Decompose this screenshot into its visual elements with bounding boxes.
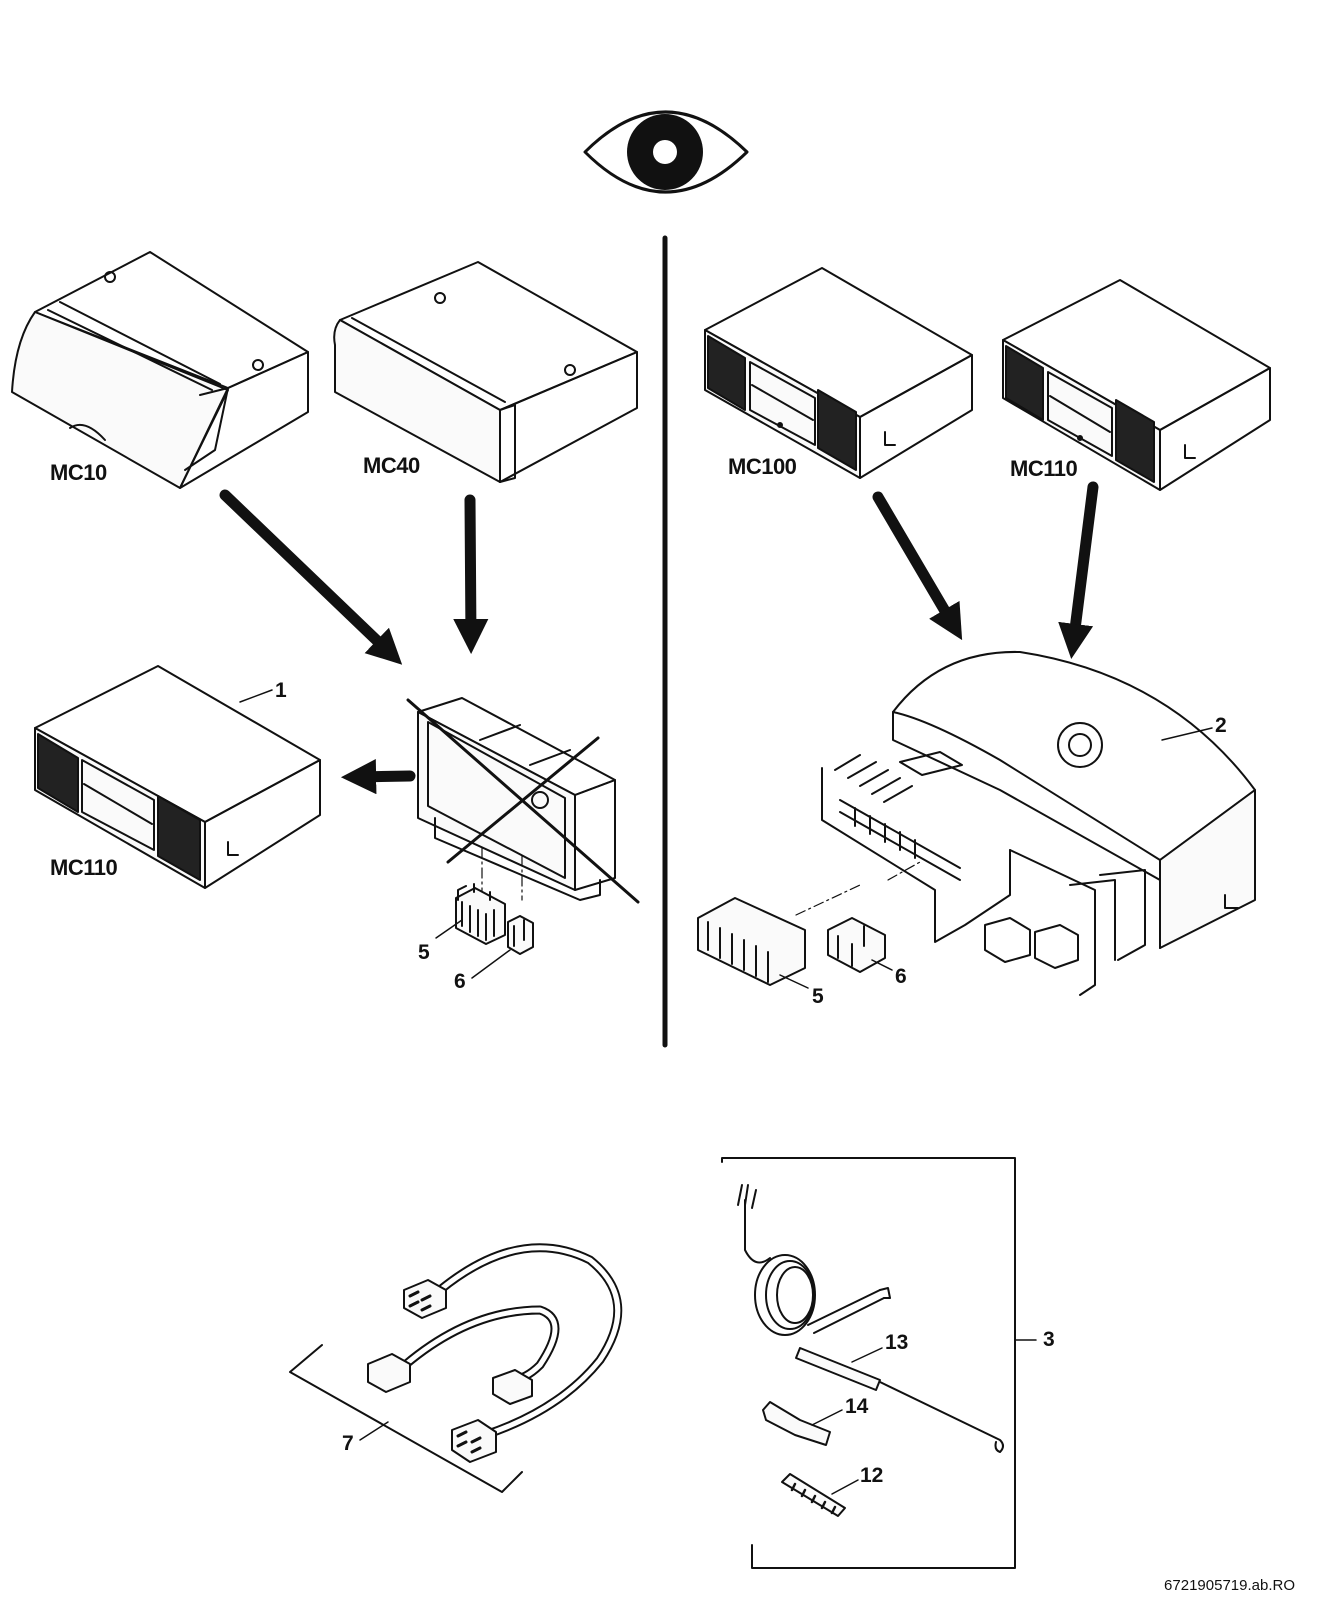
label-mc110-bottom: MC110 <box>50 855 118 880</box>
callout-14: 14 <box>845 1395 869 1418</box>
document-reference: 6721905719.ab.RO <box>1164 1577 1295 1594</box>
connector-6-right <box>827 917 893 973</box>
mc110-replacement-module <box>34 665 321 889</box>
label-mc110-top: MC110 <box>1010 456 1078 481</box>
sensor-kit <box>721 1157 1037 1569</box>
base-unit <box>795 650 1256 996</box>
label-mc40: MC40 <box>363 453 420 478</box>
callout-3: 3 <box>1043 1328 1055 1351</box>
callout-6-right: 6 <box>895 965 907 988</box>
arrow-mc40 <box>453 494 489 655</box>
mc40-module <box>333 261 638 483</box>
arrow-to-mc110 <box>340 759 416 795</box>
callout-1: 1 <box>275 679 287 702</box>
connector-5-right <box>697 897 809 989</box>
callout-2: 2 <box>1215 714 1227 737</box>
callout-5-left: 5 <box>418 941 430 964</box>
callout-6-left: 6 <box>454 970 466 993</box>
mc110-top-module <box>1002 279 1271 491</box>
label-mc10: MC10 <box>50 460 107 485</box>
mc10-module <box>11 251 309 489</box>
eye-icon <box>583 110 749 194</box>
arrow-mc100 <box>872 491 963 641</box>
connector-6-left <box>471 915 534 979</box>
move-arrows <box>219 481 1099 795</box>
obsolete-module <box>406 697 640 904</box>
callout-5-right: 5 <box>812 985 824 1008</box>
arrow-mc10 <box>219 489 403 665</box>
mc100-module <box>704 267 973 479</box>
arrow-mc110-top <box>1058 481 1099 659</box>
cable-set <box>289 1243 623 1493</box>
label-mc100: MC100 <box>728 454 797 479</box>
callout-7: 7 <box>342 1432 354 1455</box>
callout-13: 13 <box>885 1331 909 1354</box>
connector-5-left <box>435 883 506 945</box>
callout-12: 12 <box>860 1464 884 1487</box>
